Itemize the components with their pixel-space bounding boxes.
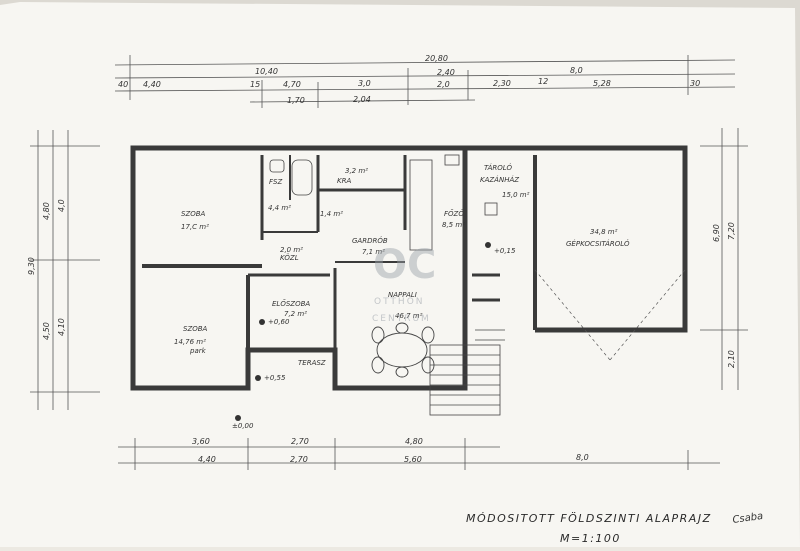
right-dimension-lines xyxy=(700,128,748,390)
room-szoba1-area: 17,C m² xyxy=(181,223,209,231)
dim-bot2-d: 8,0 xyxy=(576,453,589,462)
watermark-line2: CENTRUM xyxy=(372,314,431,324)
room-gardrob-area: 7,1 m² xyxy=(362,248,385,256)
room-kamra-name: KRA xyxy=(337,177,351,185)
room-fsz-name: FSZ xyxy=(269,178,282,186)
top-dimension-lines xyxy=(114,55,736,108)
dining-table xyxy=(371,322,435,378)
drawing-title: MÓDOSITOTT FÖLDSZINTI ALAPRAJZ xyxy=(466,512,712,525)
dim-small-12: 12 xyxy=(538,77,548,86)
room-kozl-area: 2,0 m² xyxy=(280,246,303,254)
room-eloszoba-name: ELŐSZOBA xyxy=(272,299,310,308)
room-wc-area: 4,4 m² xyxy=(268,204,291,212)
bottom-dimension-lines xyxy=(118,438,720,470)
dim-left-b: 4,0 xyxy=(57,199,66,212)
dim-r3-a: 4,40 xyxy=(143,80,161,89)
room-garazs-name: GÉPKOCSITÁROLÓ xyxy=(566,239,630,248)
dim-right-a: 6,90 xyxy=(712,224,721,242)
room-terasz-name: TERASZ xyxy=(298,359,326,367)
room-szoba1-name: SZOBA xyxy=(181,210,206,218)
dim-bot2-b: 2,70 xyxy=(290,455,308,464)
dim-r3-b: 4,70 xyxy=(283,80,301,89)
room-nappali-name: NAPPALI xyxy=(388,291,417,299)
room-szoba2-note: park xyxy=(189,347,207,355)
room-eloszoba-area: 7,2 m² xyxy=(284,310,307,318)
room-gardrob-name: GARDRÓB xyxy=(352,236,388,245)
level-main: ±0,00 xyxy=(232,422,254,430)
level-kert: +0,55 xyxy=(264,374,286,382)
dim-r4-b: 2,04 xyxy=(353,95,371,104)
walls xyxy=(130,145,688,391)
room-tarolo-name: TÁROLÓ xyxy=(484,163,512,172)
kitchen-fixtures xyxy=(409,154,498,251)
dim-small-right: 30 xyxy=(690,79,700,88)
room-tarolo-area: 15,0 m² xyxy=(502,191,530,199)
dim-left-d: 4,10 xyxy=(57,318,66,336)
dim-bot1-a: 3,60 xyxy=(192,437,210,446)
level-markers xyxy=(235,242,491,421)
stairs xyxy=(429,329,505,416)
level-pad: +0,15 xyxy=(494,247,516,255)
level-terasz: +0,60 xyxy=(268,318,290,326)
dim-left-c: 4,50 xyxy=(42,322,51,340)
dim-left-a: 4,80 xyxy=(42,202,51,220)
dim-right-total: 7,20 xyxy=(727,222,736,240)
room-kamra-area: 3,2 m² xyxy=(345,167,368,175)
room-tarolo-name2: KAZÁNHÁZ xyxy=(480,175,519,184)
dim-small-15: 15 xyxy=(250,80,260,89)
room-garazs-area: 34,8 m² xyxy=(590,228,618,236)
dim-r3-c: 3,0 xyxy=(358,79,371,88)
left-dimension-lines xyxy=(30,130,100,410)
room-fp-area: 1,4 m² xyxy=(320,210,343,218)
dim-left-total: 9,30 xyxy=(27,257,36,275)
room-szoba2-name: SZOBA xyxy=(183,325,208,333)
bathtub xyxy=(269,159,313,196)
room-nappali-area: 46,7 m² xyxy=(395,312,423,320)
dim-r4-a: 1,70 xyxy=(287,96,305,105)
watermark-line1: OTTHON xyxy=(374,297,425,307)
dim-top-left: 10,40 xyxy=(255,67,278,76)
drawing-scale: M=1:100 xyxy=(560,532,621,545)
room-kozl-name: KÖZL xyxy=(280,253,299,262)
dim-r3-f: 5,28 xyxy=(593,79,611,88)
dim-small-top: 40 xyxy=(118,80,128,89)
dim-top-total: 20,80 xyxy=(425,54,448,63)
dim-r3-e: 2,30 xyxy=(493,79,511,88)
watermark-logo: OC xyxy=(373,242,436,288)
room-szoba2-area: 14,76 m² xyxy=(174,338,206,346)
dim-bot2-c: 5,60 xyxy=(404,455,422,464)
dim-bot2-a: 4,40 xyxy=(198,455,216,464)
garage-door-swing xyxy=(534,269,686,361)
dim-r4-c: 2,0 xyxy=(437,80,450,89)
dim-r3-d: 2,40 xyxy=(437,68,455,77)
dim-right-b: 2,10 xyxy=(727,350,736,368)
room-fozo-name: FŐZŐ xyxy=(444,209,464,218)
room-fozo-area: 8,5 m² xyxy=(442,221,465,229)
signature: Csaba xyxy=(732,511,764,526)
dim-bot1-b: 2,70 xyxy=(291,437,309,446)
dim-bot1-c: 4,80 xyxy=(405,437,423,446)
dim-top-right: 8,0 xyxy=(570,66,583,75)
